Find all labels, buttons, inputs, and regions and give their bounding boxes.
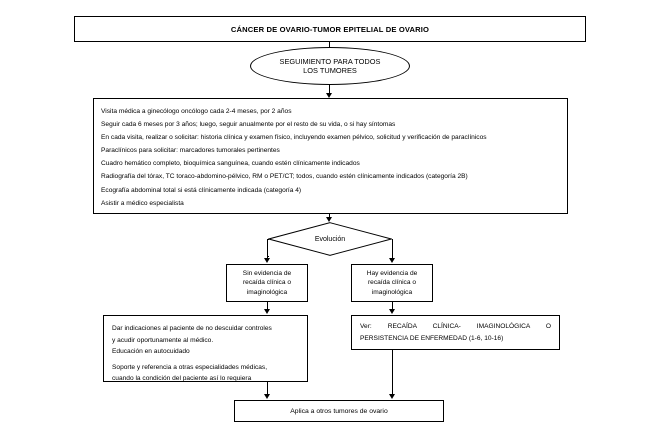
followup-item: Visita médica a ginecólogo oncólogo cada… <box>101 108 292 115</box>
arrow-down-icon-oval-to-list <box>326 93 332 98</box>
followup-item: Seguir cada 6 meses por 3 años; luego, s… <box>101 121 396 129</box>
arrow-down-icon-list-to-decision <box>326 217 332 222</box>
followup-item: Radiografía del tórax, TC toraco-abdomin… <box>101 173 468 181</box>
action-left-line: Educación en autocuidado <box>112 348 190 356</box>
diagram-title: CÁNCER DE OVARIO-TUMOR EPITELIAL DE OVAR… <box>230 24 430 34</box>
branch-evidence-line-2: recaída clínica o <box>367 279 416 287</box>
arrow-down-icon-decision-left <box>263 258 270 263</box>
connector-decision-right-down <box>392 239 393 259</box>
followup-item: Paraclínicos para solicitar: marcadores … <box>101 147 280 155</box>
branch-no-evidence-line-1: Sin evidencia de <box>242 269 292 277</box>
start-oval-line-2: LOS TUMORES <box>303 66 357 75</box>
action-left-line: y acudir oportunamente al médico. <box>112 336 214 344</box>
connector-branch-right-to-action <box>392 302 393 310</box>
arrow-down-icon-action-right-to-final <box>388 394 395 399</box>
diamond-shape-icon <box>268 222 392 256</box>
followup-item: Asistir a médico especialista <box>101 199 184 207</box>
action-right-line-1: Ver: RECAÍDA CLÍNICA- IMAGINOLÓGICA O <box>360 323 551 331</box>
branch-evidence-line-1: Hay evidencia de <box>366 269 418 277</box>
start-oval: SEGUIMIENTO PARA TODOS LOS TUMORES <box>250 47 410 85</box>
action-right-line-2: PERSISTENCIA DE ENFERMEDAD (1-6, 10-16) <box>360 334 504 342</box>
action-relapse-reference-box: Ver: RECAÍDA CLÍNICA- IMAGINOLÓGICA O PE… <box>351 315 560 350</box>
arrow-down-icon-branch-left-to-action <box>263 309 270 314</box>
branch-no-evidence-box: Sin evidencia de recaída clínica o imagi… <box>226 264 308 302</box>
connector-decision-left-down <box>267 239 268 259</box>
branch-evidence-line-3: imaginológica <box>371 288 413 296</box>
connector-decision-left-stub <box>267 256 269 257</box>
action-left-line: cuando la condición del paciente así lo … <box>112 375 252 383</box>
action-left-line: Dar indicaciones al paciente de no descu… <box>112 325 272 332</box>
connector-branch-left-to-action <box>267 302 268 310</box>
final-label: Aplica a otros tumores de ovario <box>290 407 388 415</box>
followup-item: En cada visita, realizar o solicitar: hi… <box>101 134 487 142</box>
arrow-down-icon-action-left-to-final <box>263 394 270 399</box>
followup-list-box: Visita médica a ginecólogo oncólogo cada… <box>93 98 568 214</box>
connector-decision-left-tip <box>267 239 269 240</box>
connector-oval-to-list <box>329 85 330 93</box>
arrow-down-icon-decision-right <box>388 258 395 263</box>
final-applies-other-tumors-box: Aplica a otros tumores de ovario <box>234 400 444 422</box>
action-left-line: Soporte y referencia a otras especialida… <box>112 363 268 371</box>
connector-action-left-to-final <box>267 382 268 395</box>
branch-no-evidence-line-3: imaginológica <box>246 288 288 296</box>
decision-diamond: Evolución <box>268 222 392 256</box>
action-patient-education-box: Dar indicaciones al paciente de no descu… <box>103 315 308 382</box>
decision-label: Evolución <box>314 235 346 243</box>
branch-no-evidence-line-2: recaída clínica o <box>242 279 291 287</box>
arrow-down-icon-branch-right-to-action <box>388 309 395 314</box>
followup-item: Cuadro hemático completo, bioquímica san… <box>101 160 360 168</box>
connector-title-to-oval <box>329 42 330 47</box>
connector-list-to-decision <box>329 214 330 218</box>
start-oval-line-1: SEGUIMIENTO PARA TODOS <box>279 56 381 66</box>
followup-item: Ecografía abdominal total si está clínic… <box>101 186 302 194</box>
branch-evidence-box: Hay evidencia de recaída clínica o imagi… <box>351 264 433 302</box>
connector-action-right-to-final <box>392 350 393 395</box>
diagram-title-box: CÁNCER DE OVARIO-TUMOR EPITELIAL DE OVAR… <box>74 16 586 42</box>
